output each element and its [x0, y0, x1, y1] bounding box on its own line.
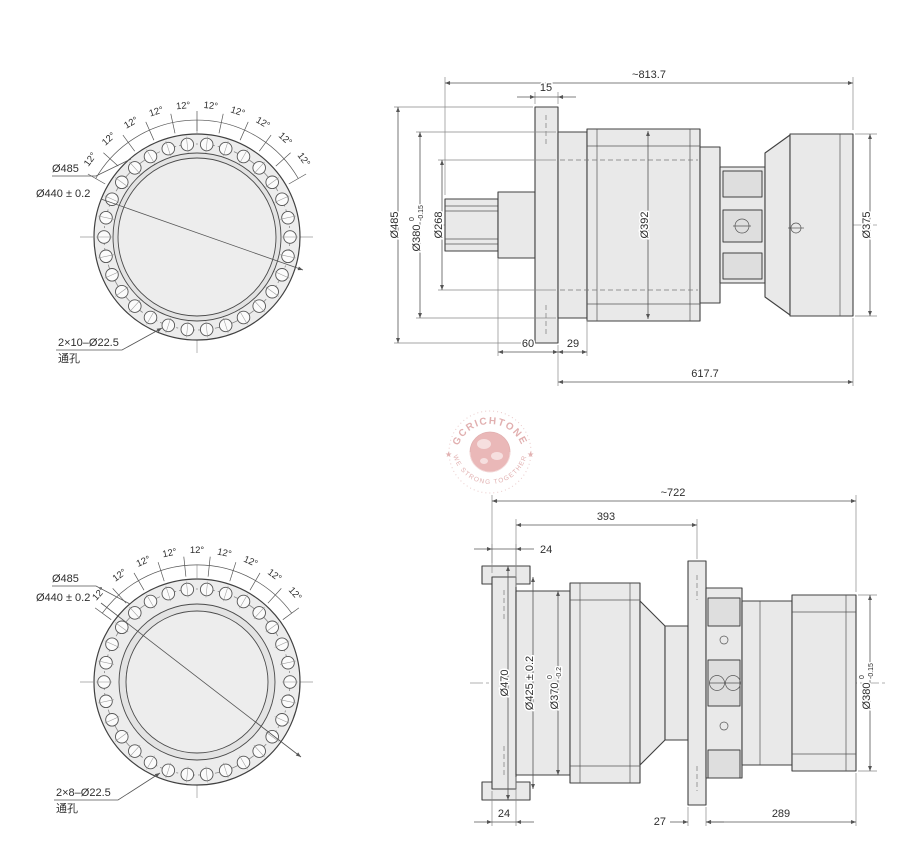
angle-label: 12° — [100, 130, 118, 148]
dim-24-label: 24 — [498, 808, 510, 820]
dim-label-dia-flange-top: Ø485 — [388, 210, 403, 240]
flange-thickness-label: 15 — [540, 82, 552, 94]
dim-617-label: 617.7 — [691, 368, 719, 380]
holes-callout-label: 2×10–Ø22.5 — [58, 337, 119, 349]
main-housing — [569, 582, 641, 784]
valve-block-bottom — [722, 252, 763, 280]
angle-label: 12° — [242, 554, 260, 570]
dim-label-dia-pilot: Ø425 ± 0.2 — [523, 654, 538, 711]
svg-text:Ø470: Ø470 — [499, 670, 511, 697]
leader-outer-diameter — [52, 585, 131, 605]
angle-dim-arc — [102, 564, 292, 614]
leader-holes-callout — [56, 327, 163, 351]
angle-label: 12° — [203, 100, 219, 112]
angle-label: 12° — [190, 545, 205, 556]
neck — [664, 625, 689, 741]
angle-label: 12° — [135, 554, 153, 570]
side-view-bottom: ~722 393 24 Ø470 Ø425 ± 0.2 Ø370 0 -0.2 — [470, 486, 885, 830]
main-housing — [586, 128, 701, 322]
watermark-star-right: ★ — [527, 450, 534, 459]
holes-callout-label: 2×8–Ø22.5 — [56, 787, 111, 799]
outer-diameter-label: Ø485 — [52, 163, 79, 175]
end-cap — [791, 594, 857, 772]
housing-taper — [639, 600, 666, 766]
dim-393-label: 393 — [597, 511, 615, 523]
svg-text:Ø375: Ø375 — [861, 212, 873, 239]
angle-label: 12° — [122, 115, 140, 132]
svg-text:Ø380: Ø380 — [411, 225, 423, 252]
dim-29-label: 29 — [567, 338, 579, 350]
dim-label-dia-housing: Ø392 — [638, 210, 653, 240]
watermark-star-left: ★ — [445, 450, 452, 459]
screw-circle — [719, 635, 729, 645]
dim-label-dia-motor-bottom: Ø380 0 -0.15 — [858, 661, 877, 711]
spigot-ring — [515, 590, 571, 776]
leader-bolt-circle — [100, 602, 302, 758]
leader-outer-diameter — [52, 158, 132, 177]
svg-text:Ø268: Ø268 — [433, 212, 445, 239]
angle-label: 12° — [216, 547, 233, 561]
angle-dim-arc — [95, 119, 299, 179]
front-view-top: 12° 12° 12° 12° 12° 12° 12° 12° 12° 12° … — [35, 98, 314, 367]
svg-text:0: 0 — [409, 217, 416, 221]
outer-diameter-label: Ø485 — [52, 573, 79, 585]
angle-label: 12° — [82, 150, 99, 168]
side-view-top: ~813.7 15 Ø485 Ø380 0 -0.15 Ø268 — [388, 68, 877, 386]
housing-step — [699, 146, 721, 304]
svg-text:0: 0 — [547, 675, 554, 679]
spigot-ring — [557, 131, 588, 319]
holes-type-label: 通孔 — [58, 352, 80, 365]
svg-text:-0.15: -0.15 — [418, 205, 425, 221]
leader-bolt-circle — [100, 198, 304, 271]
dim-label-dia-bore-top: Ø268 — [432, 210, 447, 240]
valve-block-top — [722, 170, 763, 198]
svg-text:Ø425 ± 0.2: Ø425 ± 0.2 — [524, 656, 536, 710]
bolt-circle-label: Ø440 ± 0.2 — [36, 592, 90, 604]
angle-label: 12° — [295, 151, 312, 169]
angle-label: 12° — [162, 546, 179, 560]
bolt-hole-ring-top — [87, 111, 307, 338]
dim-label-dia-flange-bottom: Ø470 — [498, 668, 513, 698]
screw-circle — [719, 721, 729, 731]
flange-thickness-top-label: 24 — [540, 544, 552, 556]
dim-289-label: 289 — [772, 808, 790, 820]
angle-label: 12° — [148, 104, 165, 119]
dim-60-label: 60 — [522, 338, 534, 350]
valve-block-top — [707, 597, 741, 627]
angle-label: 12° — [265, 567, 283, 584]
watermark: GCRICHTONE WE STRONG TOGETHER ★ ★ — [445, 410, 534, 494]
svg-text:Ø370: Ø370 — [549, 683, 561, 710]
dim-label-dia-motor-top: Ø375 — [860, 210, 875, 240]
svg-text:0: 0 — [859, 675, 866, 679]
angle-label: 12° — [254, 115, 272, 132]
angle-label: 12° — [111, 567, 129, 584]
svg-text:Ø392: Ø392 — [639, 212, 651, 239]
dim-label-dia-spigot-top: Ø380 0 -0.15 — [408, 203, 427, 253]
bolt-hole-ring-bottom — [94, 556, 300, 783]
leader-holes-callout — [54, 772, 161, 801]
mounting-flange — [534, 106, 559, 344]
angle-label: 12° — [286, 585, 304, 603]
angle-label: 12° — [176, 100, 192, 112]
svg-text:Ø485: Ø485 — [389, 212, 401, 239]
motor-taper — [764, 134, 791, 316]
angle-label: 12° — [229, 105, 246, 120]
svg-text:Ø380: Ø380 — [861, 683, 873, 710]
dim-label-dia-spigot-bottom: Ø370 0 -0.2 — [546, 665, 565, 711]
hydraulic-motor — [789, 133, 854, 317]
shaft-step — [497, 191, 536, 259]
svg-text:-0.15: -0.15 — [868, 663, 875, 679]
valve-block-bottom — [707, 749, 741, 779]
overall-length-label: ~722 — [661, 487, 686, 499]
output-shaft-spline — [444, 198, 499, 252]
dim-27-label: 27 — [654, 816, 666, 828]
angle-label: 12° — [276, 130, 294, 148]
bolt-circle-label: Ø440 ± 0.2 — [36, 188, 90, 200]
svg-text:-0.2: -0.2 — [556, 667, 563, 679]
front-view-bottom: 12° 12° 12° 12° 12° 12° 12° 12° 12° Ø485… — [35, 544, 314, 817]
overall-length-label: ~813.7 — [632, 69, 666, 81]
hydraulic-motor — [741, 600, 793, 766]
holes-type-label: 通孔 — [56, 802, 78, 815]
